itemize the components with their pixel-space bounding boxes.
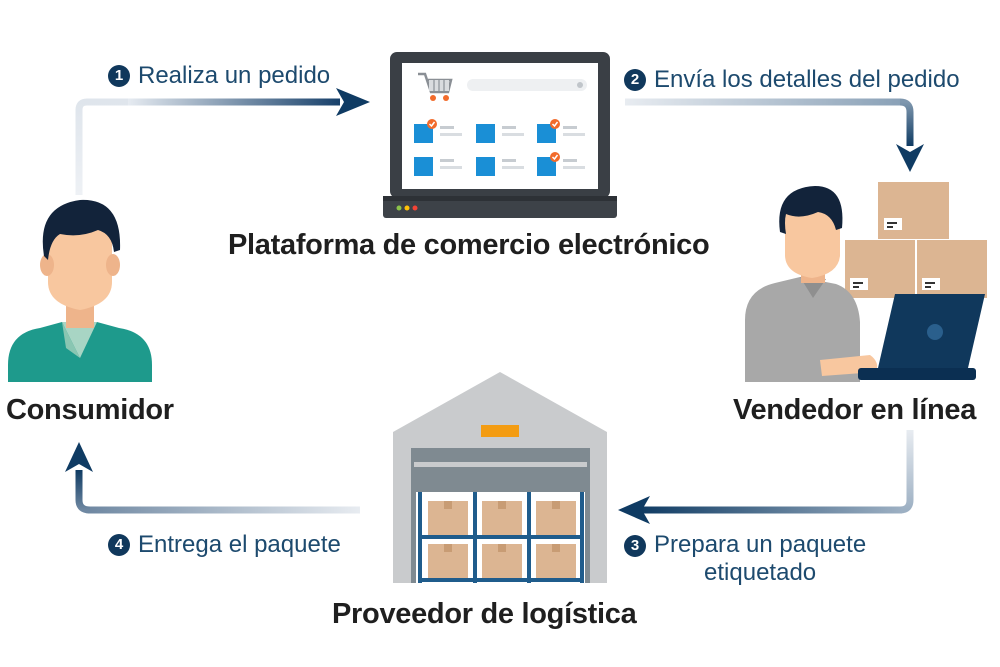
step-number-badge: 3 [624, 535, 646, 557]
step-number-badge: 4 [108, 534, 130, 556]
product-grid [414, 119, 585, 176]
arrow-seller-to-logistics [618, 430, 914, 524]
laptop-icon [383, 52, 617, 218]
step-label: Realiza un pedido [138, 62, 331, 89]
step-3: 3 Prepara un paquete etiquetado [624, 531, 866, 587]
arrow-head-down-icon [896, 144, 924, 172]
consumer-avatar-icon [8, 199, 152, 382]
step-2: 2 Envía los detalles del pedido [624, 66, 960, 94]
search-icon [577, 82, 583, 88]
shopping-cart-icon [418, 72, 453, 101]
check-badge-icon [427, 119, 437, 129]
check-badge-icon [550, 152, 560, 162]
storage-rack [418, 492, 584, 583]
arrow-logistics-to-consumer [65, 442, 360, 514]
step-1: 1 Realiza un pedido [108, 62, 330, 90]
warehouse-icon [393, 372, 607, 583]
arrow-consumer-to-platform [75, 88, 370, 195]
arrow-head-left-icon [618, 496, 650, 524]
arrow-head-up-icon [65, 442, 93, 472]
platform-label: Plataforma de comercio electrónico [228, 229, 710, 261]
logistics-label: Proveedor de logística [332, 598, 637, 630]
seller-label: Vendedor en línea [733, 394, 977, 426]
step-label: Envía los detalles del pedido [654, 66, 960, 93]
package-box-icon [917, 240, 987, 298]
step-label-line-2: etiquetado [704, 559, 817, 586]
package-box-icon [845, 240, 915, 298]
arrow-platform-to-seller [625, 98, 924, 172]
seller-avatar-icon [745, 186, 878, 382]
step-number-badge: 2 [624, 69, 646, 91]
arrow-head-right-icon [336, 88, 370, 116]
seller-laptop-icon [858, 294, 985, 380]
step-label: Entrega el paquete [138, 531, 341, 558]
search-bar [467, 79, 587, 91]
step-number-badge: 1 [108, 65, 130, 87]
check-badge-icon [550, 119, 560, 129]
consumer-label: Consumidor [6, 394, 174, 426]
step-label: Prepara un paquete [654, 531, 867, 558]
package-box-icon [878, 182, 949, 239]
warehouse-sign [481, 425, 519, 437]
step-4: 4 Entrega el paquete [108, 531, 341, 559]
